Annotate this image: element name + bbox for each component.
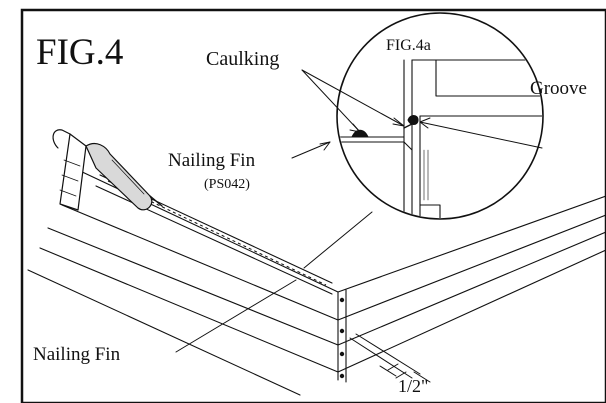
nailing-fin-label-lower: Nailing Fin <box>33 344 121 365</box>
nailing-fin-leader-upper <box>291 141 331 159</box>
groove-label: Groove <box>530 78 587 99</box>
caulk-gun-icon <box>52 129 163 211</box>
nailing-fin-leader-lower <box>175 279 297 353</box>
caulking-leaders <box>301 69 405 133</box>
groove-leader <box>419 117 543 149</box>
dimension-half-inch <box>349 333 431 383</box>
inset-title: FIG.4a <box>386 37 431 54</box>
part-number-label: (PS042) <box>204 177 250 192</box>
nailing-fin-label-upper: Nailing Fin <box>168 150 256 171</box>
inset-leader <box>303 211 373 269</box>
window-frame-corner <box>27 169 606 396</box>
corner-fasteners <box>339 297 345 379</box>
figure-title: FIG.4 <box>36 32 123 73</box>
caulking-label: Caulking <box>206 48 279 70</box>
dimension-label: 1/2" <box>398 376 428 396</box>
nailing-fin-holes <box>107 180 327 286</box>
